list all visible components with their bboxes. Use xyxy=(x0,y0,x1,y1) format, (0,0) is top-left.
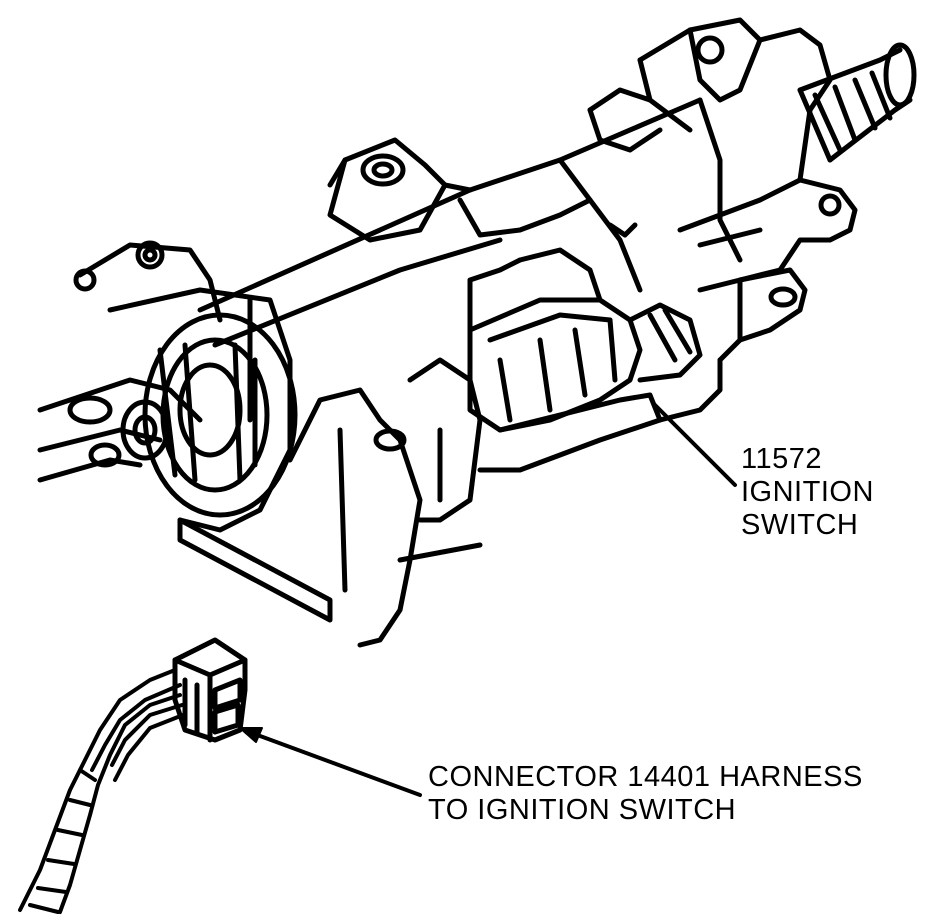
leader-lines xyxy=(239,403,737,797)
lower-right-bracket xyxy=(697,267,808,363)
splined-shaft xyxy=(797,42,917,163)
ignition-switch-label-line2: SWITCH xyxy=(741,509,859,541)
upper-housing xyxy=(587,17,858,283)
ignition-switch-part-number: 11572 xyxy=(741,443,822,475)
ignition-switch-body xyxy=(467,247,703,433)
connector-leader-line xyxy=(250,731,422,797)
harness-connector xyxy=(172,637,248,743)
connector-arrowhead xyxy=(239,727,263,743)
left-yoke-flange xyxy=(37,240,298,533)
switch-leader-line xyxy=(653,403,737,487)
ignition-switch-label-line1: IGNITION xyxy=(741,476,874,508)
ignition-switch-callout: 11572 IGNITION SWITCH xyxy=(741,443,874,542)
mounting-plate xyxy=(177,357,723,648)
wiring-harness xyxy=(18,668,185,914)
connector-label-line2: TO IGNITION SWITCH xyxy=(428,794,737,826)
connector-callout: CONNECTOR 14401 HARNESS TO IGNITION SWIT… xyxy=(428,761,863,827)
connector-label-line1: CONNECTOR 14401 HARNESS xyxy=(428,761,863,793)
